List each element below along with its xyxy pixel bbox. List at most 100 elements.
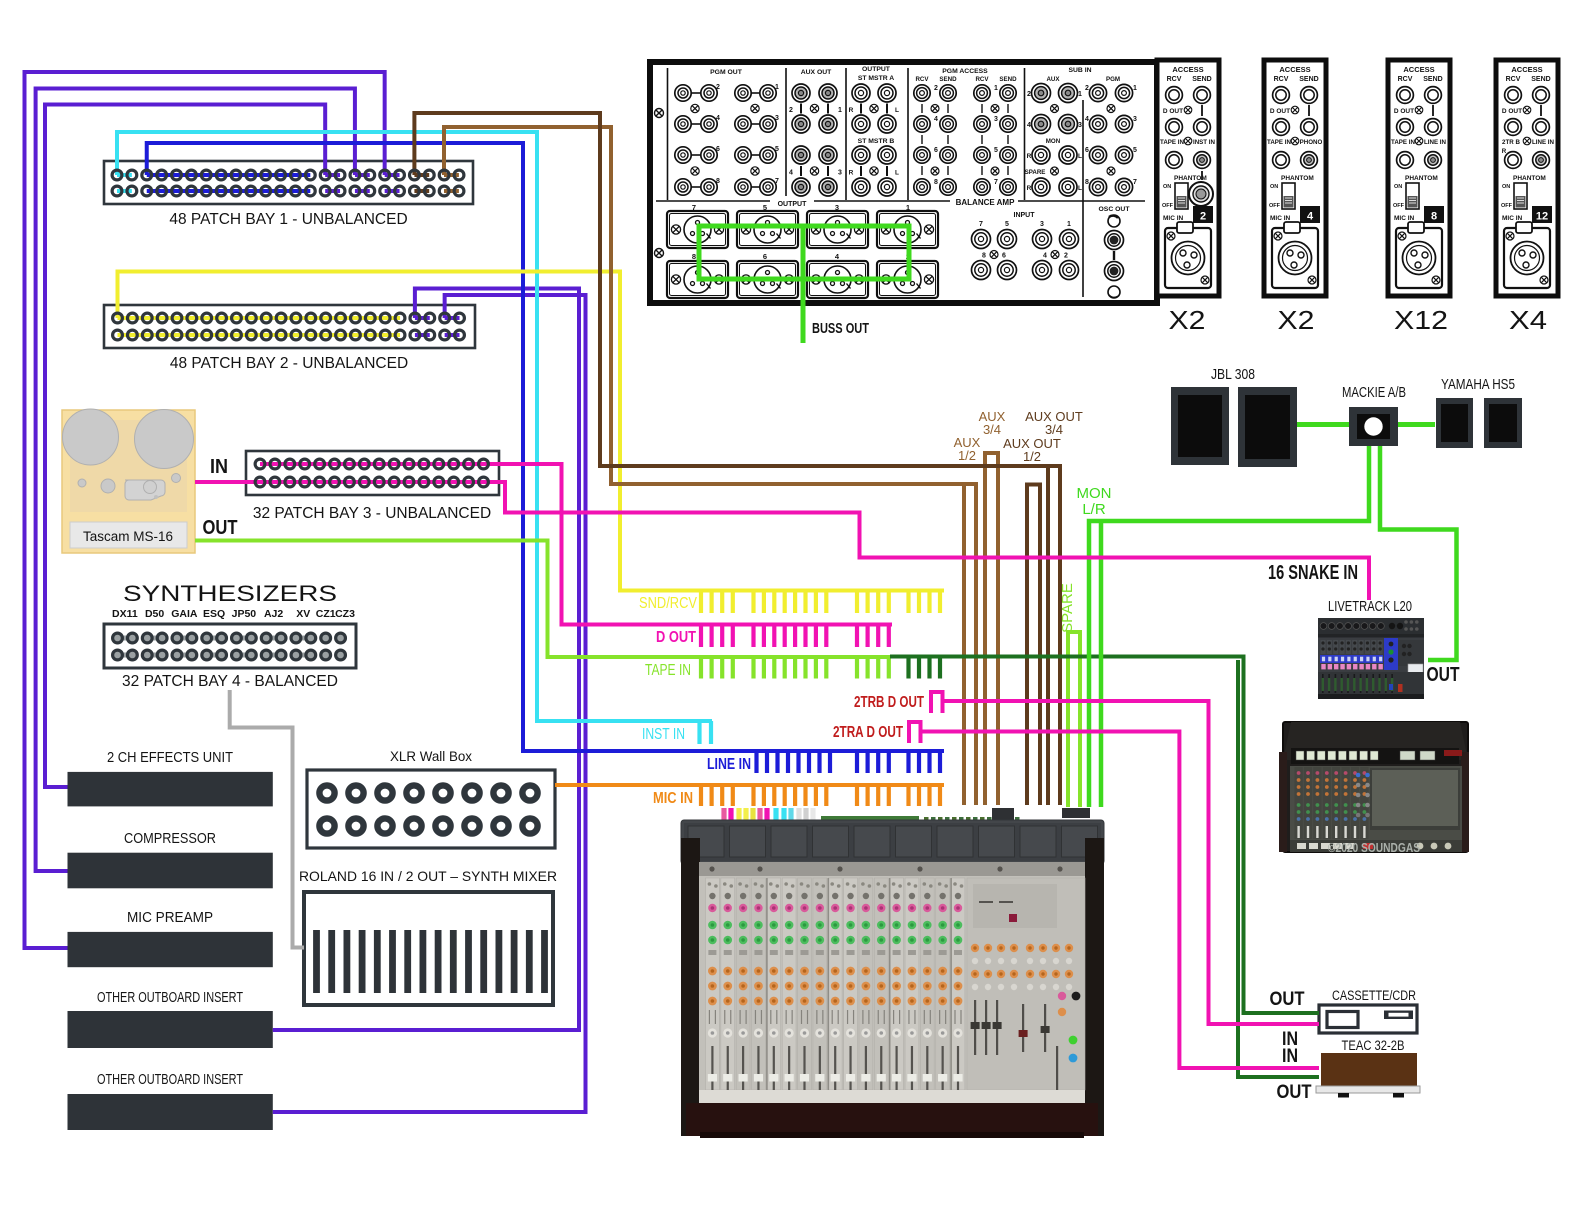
svg-text:SEND: SEND: [1423, 76, 1442, 83]
svg-text:PHANTOM: PHANTOM: [1281, 175, 1314, 182]
svg-text:5: 5: [775, 146, 779, 153]
svg-text:TAPE IN: TAPE IN: [1160, 139, 1184, 146]
svg-text:ST MSTR A: ST MSTR A: [858, 75, 894, 82]
svg-text:8: 8: [1085, 179, 1089, 186]
svg-text:5: 5: [994, 147, 998, 154]
svg-text:5: 5: [763, 203, 767, 212]
svg-text:2TRA D OUT: 2TRA D OUT: [833, 724, 903, 741]
svg-text:D50: D50: [145, 608, 164, 620]
svg-text:MACKIE A/B: MACKIE A/B: [1342, 384, 1406, 401]
svg-text:AUX: AUX: [954, 435, 981, 450]
svg-text:OUTPUT: OUTPUT: [862, 66, 891, 73]
svg-text:ESQ: ESQ: [203, 608, 225, 620]
svg-text:INST IN: INST IN: [642, 726, 685, 743]
svg-text:PGM OUT: PGM OUT: [710, 69, 743, 76]
svg-text:RCV: RCV: [1167, 76, 1182, 83]
svg-text:7: 7: [979, 221, 983, 228]
svg-text:R: R: [1027, 185, 1032, 192]
svg-text:1: 1: [906, 203, 910, 212]
svg-text:5: 5: [1133, 147, 1137, 154]
svg-text:OSC OUT: OSC OUT: [1099, 206, 1131, 213]
svg-text:ACCESS: ACCESS: [1511, 65, 1542, 74]
svg-text:4: 4: [1085, 116, 1089, 123]
svg-text:LIVETRACK L20: LIVETRACK L20: [1328, 599, 1412, 615]
svg-text:LINE IN: LINE IN: [707, 756, 751, 773]
svg-text:2: 2: [1200, 211, 1206, 223]
svg-text:TAPE IN: TAPE IN: [1267, 139, 1291, 146]
svg-text:R: R: [1027, 153, 1032, 160]
svg-text:TEAC 32-2B: TEAC 32-2B: [1342, 1038, 1405, 1053]
svg-text:6: 6: [1085, 147, 1089, 154]
svg-text:OFF: OFF: [1162, 203, 1174, 209]
svg-text:3: 3: [835, 203, 839, 212]
svg-text:R: R: [1502, 148, 1507, 155]
svg-text:4: 4: [716, 115, 720, 122]
svg-text:XV: XV: [296, 608, 310, 620]
svg-text:D OUT: D OUT: [1502, 108, 1522, 115]
svg-text:1: 1: [1067, 221, 1071, 228]
svg-text:MIC IN: MIC IN: [653, 790, 693, 807]
svg-text:AUX: AUX: [1046, 76, 1060, 83]
svg-text:MIC PREAMP: MIC PREAMP: [127, 909, 213, 926]
svg-text:X2: X2: [1278, 305, 1315, 335]
svg-text:1: 1: [1078, 91, 1082, 98]
svg-text:ROLAND 16 IN / 2 OUT – SYNTH: ROLAND 16 IN / 2 OUT – SYNTH MIXER: [299, 868, 557, 884]
svg-text:OFF: OFF: [1501, 203, 1513, 209]
svg-text:PGM: PGM: [1106, 76, 1120, 83]
svg-text:8: 8: [716, 178, 720, 185]
svg-text:SND/RCV: SND/RCV: [639, 595, 697, 612]
svg-text:INST IN: INST IN: [1193, 139, 1216, 146]
svg-text:3: 3: [775, 115, 779, 122]
svg-text:32 PATCH BAY 4 - BALANCED: 32 PATCH BAY 4 - BALANCED: [122, 673, 338, 690]
svg-text:D OUT: D OUT: [1394, 108, 1414, 115]
svg-text:OUT: OUT: [203, 517, 238, 539]
svg-text:LINE IN: LINE IN: [1532, 139, 1555, 146]
svg-text:X4: X4: [1509, 305, 1547, 335]
svg-text:AJ2: AJ2: [264, 608, 283, 620]
svg-text:CASSETTE/CDR: CASSETTE/CDR: [1332, 988, 1416, 1003]
svg-text:RCV: RCV: [1274, 76, 1289, 83]
svg-text:OUTPUT: OUTPUT: [778, 201, 808, 208]
svg-text:SPARE: SPARE: [1059, 583, 1076, 633]
svg-text:PHANTOM: PHANTOM: [1513, 175, 1546, 182]
svg-text:D OUT: D OUT: [1270, 108, 1290, 115]
svg-text:MON: MON: [1046, 138, 1061, 145]
svg-text:3/4: 3/4: [1045, 422, 1063, 437]
svg-text:3: 3: [1078, 122, 1082, 129]
svg-text:AUX OUT: AUX OUT: [801, 69, 832, 76]
svg-text:OTHER OUTBOARD INSERT: OTHER OUTBOARD INSERT: [97, 1071, 243, 1088]
svg-text:LINE IN: LINE IN: [1424, 139, 1447, 146]
svg-text:4: 4: [835, 252, 840, 261]
svg-text:SEND: SEND: [1531, 76, 1550, 83]
svg-text:PHANTOM: PHANTOM: [1405, 175, 1438, 182]
svg-text:RCV: RCV: [1506, 76, 1521, 83]
svg-text:7: 7: [692, 203, 696, 212]
svg-text:SEND: SEND: [999, 76, 1017, 83]
svg-text:R: R: [849, 107, 854, 114]
svg-text:8: 8: [692, 252, 696, 261]
svg-text:2 CH EFFECTS UNIT: 2 CH EFFECTS UNIT: [107, 749, 233, 766]
svg-text:2TR B: 2TR B: [1502, 139, 1520, 146]
svg-text:ON: ON: [1270, 184, 1278, 190]
svg-text:L: L: [1078, 185, 1082, 192]
svg-text:1: 1: [1133, 85, 1137, 92]
svg-text:©2020 SOUNDGAS: ©2020 SOUNDGAS: [1328, 840, 1420, 855]
svg-text:ACCESS: ACCESS: [1279, 65, 1310, 74]
svg-text:6: 6: [1002, 253, 1006, 260]
svg-text:3: 3: [1133, 116, 1137, 123]
svg-text:6: 6: [716, 146, 720, 153]
svg-text:4: 4: [789, 170, 793, 177]
svg-text:SEND: SEND: [1299, 76, 1318, 83]
svg-text:2: 2: [716, 84, 720, 91]
svg-text:YAMAHA HS5: YAMAHA HS5: [1441, 376, 1515, 393]
svg-text:OUT: OUT: [1277, 1082, 1312, 1103]
svg-text:DX11: DX11: [112, 608, 138, 620]
svg-text:2: 2: [1085, 85, 1089, 92]
svg-text:L: L: [1078, 153, 1082, 160]
svg-text:Tascam MS-16: Tascam MS-16: [83, 529, 173, 544]
svg-text:ACCESS: ACCESS: [1403, 65, 1434, 74]
svg-text:SEND: SEND: [1192, 76, 1211, 83]
svg-text:GAIA: GAIA: [171, 608, 198, 620]
svg-text:BUSS OUT: BUSS OUT: [812, 321, 869, 337]
svg-text:COMPRESSOR: COMPRESSOR: [124, 830, 216, 847]
